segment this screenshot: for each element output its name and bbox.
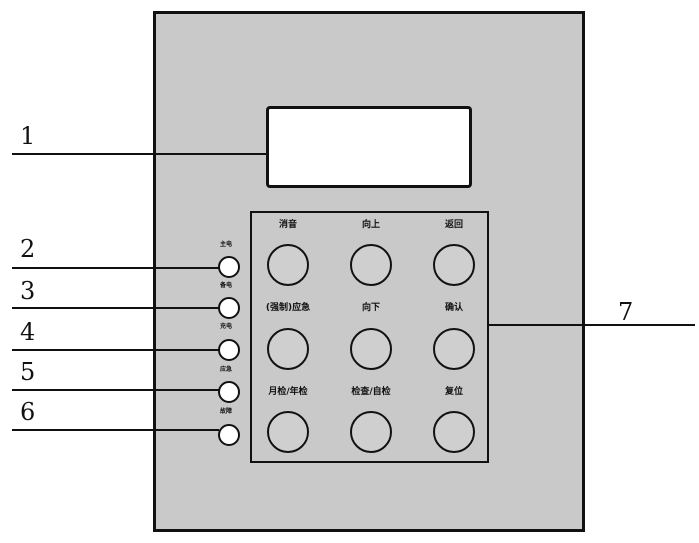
key-label-monthly-annual: 月检/年检 xyxy=(268,387,308,397)
callout-2: 2 xyxy=(20,235,36,263)
leader-line-6 xyxy=(12,429,219,431)
backup-power-led xyxy=(218,297,240,319)
key-label-reset: 复位 xyxy=(444,387,464,397)
callout-3: 3 xyxy=(20,277,36,305)
main-power-led xyxy=(218,256,240,278)
key-label-force-emergency: (强制)应急 xyxy=(265,303,311,313)
back-button[interactable] xyxy=(433,244,475,286)
key-label-up: 向上 xyxy=(361,220,381,230)
leader-line-1 xyxy=(12,153,267,155)
indicator-label-charging: 充电 xyxy=(219,323,233,330)
callout-6: 6 xyxy=(20,398,36,426)
lcd-display xyxy=(266,106,472,188)
reset-button[interactable] xyxy=(433,411,475,453)
key-label-check-selftest: 检查/自检 xyxy=(351,387,391,397)
key-label-down: 向下 xyxy=(361,303,381,313)
emergency-led xyxy=(218,381,240,403)
indicator-label-emergency: 应急 xyxy=(219,366,233,373)
mute-button[interactable] xyxy=(267,244,309,286)
callout-1: 1 xyxy=(20,122,36,150)
leader-line-7 xyxy=(488,324,695,326)
confirm-button[interactable] xyxy=(433,328,475,370)
leader-line-5 xyxy=(12,389,219,391)
fault-led xyxy=(218,424,240,446)
leader-line-2 xyxy=(12,267,219,269)
down-button[interactable] xyxy=(350,328,392,370)
charging-led xyxy=(218,339,240,361)
up-button[interactable] xyxy=(350,244,392,286)
indicator-label-main-power: 主电 xyxy=(219,241,233,248)
monthly-annual-check-button[interactable] xyxy=(267,411,309,453)
callout-7: 7 xyxy=(618,298,634,326)
leader-line-4 xyxy=(12,349,219,351)
leader-line-3 xyxy=(12,307,219,309)
indicator-label-backup-power: 备电 xyxy=(219,282,233,289)
keypad-area xyxy=(250,211,489,463)
check-selftest-button[interactable] xyxy=(350,411,392,453)
callout-5: 5 xyxy=(20,358,36,386)
force-emergency-button[interactable] xyxy=(267,328,309,370)
indicator-label-fault: 故障 xyxy=(219,408,233,415)
key-label-mute: 消音 xyxy=(278,220,298,230)
callout-4: 4 xyxy=(20,318,36,346)
key-label-confirm: 确认 xyxy=(444,303,464,313)
key-label-back: 返回 xyxy=(444,220,464,230)
